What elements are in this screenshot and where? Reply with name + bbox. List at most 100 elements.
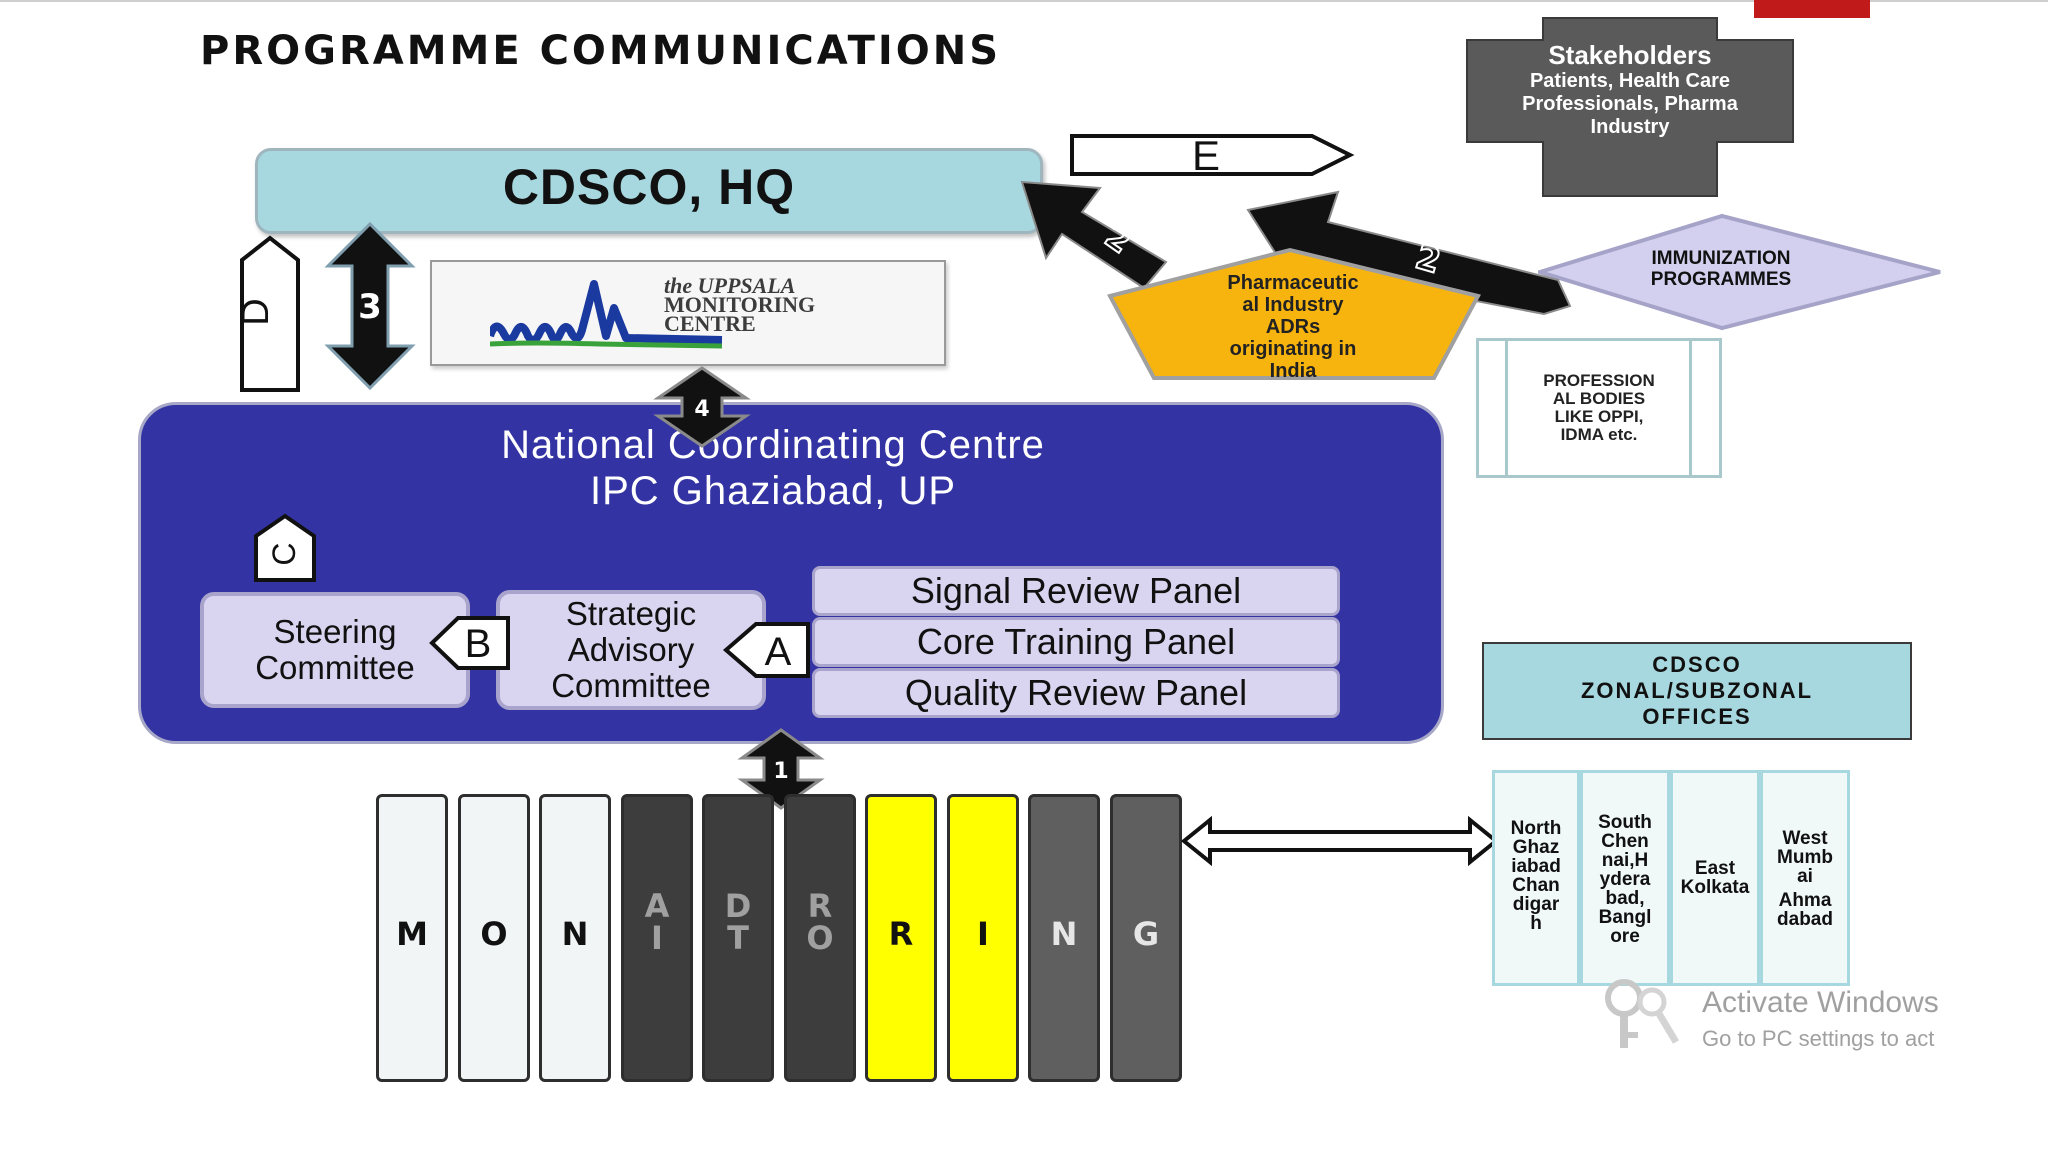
uppsala-line-2: MONITORING xyxy=(664,292,816,317)
immunization-diamond xyxy=(1538,213,1941,331)
monitoring-bar-bottom-letter: N xyxy=(1050,915,1078,953)
top-border xyxy=(0,0,2048,2)
strategic-line-1: Strategic xyxy=(565,595,697,632)
immunization-label: IMMUNIZATION PROGRAMMES xyxy=(1586,248,1856,290)
zone-south-line-6: Bangl xyxy=(1598,907,1652,928)
monitoring-bar: O xyxy=(458,794,530,1082)
key-icon xyxy=(1605,979,1680,1048)
uppsala-wave-icon xyxy=(490,280,723,349)
zone-south-line-5: bad, xyxy=(1605,888,1645,909)
steering-committee-box: Steering Committee xyxy=(200,592,470,708)
arrow-d: D xyxy=(238,235,300,392)
zone-south-line-4: ydera xyxy=(1599,869,1651,890)
cdsco-zonal-box: CDSCO ZONAL/SUBZONAL OFFICES xyxy=(1482,642,1912,740)
zone-north-line-2: Ghaz xyxy=(1512,837,1560,858)
cdsco-hq-label: CDSCO, HQ xyxy=(502,159,796,215)
stakeholders-line-3: Industry xyxy=(1590,116,1670,138)
zonal-line-3: OFFICES xyxy=(1642,704,1752,729)
page-title: PROGRAMME COMMUNICATIONS xyxy=(200,28,1002,74)
zone-north-line-4: Chan xyxy=(1512,875,1560,896)
watermark-title: Activate Windows xyxy=(1702,986,1939,1019)
stakeholders-title: Stakeholders xyxy=(1548,40,1712,70)
cdsco-hq-box xyxy=(255,148,1043,234)
zone-north-line-6: h xyxy=(1530,913,1542,934)
zone-south: South Chen nai,H ydera bad, Bangl ore xyxy=(1580,770,1670,986)
zone-south-line-2: Chen xyxy=(1601,831,1649,852)
monitoring-bar: N xyxy=(539,794,611,1082)
monitoring-bar: G xyxy=(1110,794,1182,1082)
pharma-line-1: Pharmaceutic xyxy=(1227,272,1359,294)
monitoring-bar-bottom-letter: T xyxy=(727,919,749,957)
monitoring-bar: N xyxy=(1028,794,1100,1082)
arrow-e: E xyxy=(1070,132,1355,179)
monitoring-bar-bottom-letter: M xyxy=(396,915,428,953)
uppsala-line-3: CENTRE xyxy=(664,311,756,336)
zone-north-line-1: North xyxy=(1510,818,1562,839)
uppsala-logo-box: the UPPSALA MONITORING CENTRE xyxy=(430,260,946,366)
prof-inner-line-right xyxy=(1689,341,1692,475)
professional-bodies-label: PROFESSION AL BODIES LIKE OPPI, IDMA etc… xyxy=(1502,372,1696,444)
pharma-line-2: al Industry xyxy=(1242,294,1344,316)
arrow-3-label: 3 xyxy=(358,287,382,327)
monitoring-bar-top-letter: A xyxy=(644,887,670,925)
zone-west-line-3: ai xyxy=(1797,866,1813,887)
stakeholders-cross xyxy=(1466,17,1794,197)
arrow-a-label: A xyxy=(765,630,792,674)
zone-south-line-7: ore xyxy=(1610,926,1640,947)
prof-line-2: AL BODIES xyxy=(1552,389,1646,408)
prof-line-1: PROFESSION xyxy=(1543,371,1655,390)
strategic-line-3: Committee xyxy=(551,667,711,704)
monitoring-bar: R xyxy=(865,794,937,1082)
watermark-subtitle: Go to PC settings to act xyxy=(1702,1026,1935,1051)
zone-west-line-5: dabad xyxy=(1777,909,1833,930)
red-tab xyxy=(1754,0,1870,18)
panel-core-training: Core Training Panel xyxy=(812,617,1340,667)
arrow-c: C xyxy=(254,513,316,582)
zone-north: North Ghaz iabad Chan digar h xyxy=(1492,770,1580,986)
professional-bodies-box xyxy=(1476,338,1722,478)
zone-west-line-1: West xyxy=(1782,828,1828,849)
zone-south-line-1: South xyxy=(1598,812,1652,833)
monitoring-bar-bottom-letter: O xyxy=(806,919,834,957)
ncc-line-1: National Coordinating Centre xyxy=(501,423,1045,467)
steering-committee-label: Steering Committee xyxy=(255,614,415,686)
arrow-c-label: C xyxy=(266,542,302,565)
stakeholders-desc: Patients, Health Care Professionals, Pha… xyxy=(1465,70,1795,139)
arrow-b-label: B xyxy=(465,622,492,666)
pharma-label: Pharmaceutic al Industry ADRs originatin… xyxy=(1150,272,1436,382)
zone-west-line-4: Ahma xyxy=(1778,890,1832,911)
zone-east-line-1: East xyxy=(1694,858,1736,879)
monitoring-bar-bottom-letter: I xyxy=(651,919,663,957)
zone-west: West Mumb ai Ahma dabad xyxy=(1760,770,1850,986)
monitoring-bar-bottom-letter: R xyxy=(888,915,914,953)
monitoring-bar-bottom-letter: N xyxy=(561,915,589,953)
pharma-line-4: originating in xyxy=(1229,338,1357,360)
zone-east: East Kolkata xyxy=(1670,770,1760,986)
arrow-a: A xyxy=(722,622,810,678)
arrow-2-pharma: 2 xyxy=(1020,180,1168,290)
arrow-b: B xyxy=(429,616,510,670)
arrow-2-immunization: 2 xyxy=(1246,190,1572,316)
monitoring-bar-bottom-letter: I xyxy=(977,915,989,953)
monitoring-bar: M xyxy=(376,794,448,1082)
immunization-line-1: IMMUNIZATION xyxy=(1651,248,1791,269)
pharma-line-3: ADRs xyxy=(1265,316,1321,338)
immunization-line-2: PROGRAMMES xyxy=(1650,269,1792,290)
zonal-line-1: CDSCO xyxy=(1652,652,1742,677)
stakeholders-line-1: Patients, Health Care xyxy=(1529,70,1731,92)
uppsala-line-1: the UPPSALA xyxy=(664,273,796,298)
monitoring-bar-bottom-letter: G xyxy=(1132,915,1160,953)
zone-north-line-3: iabad xyxy=(1511,856,1561,877)
arrow-1: 1 xyxy=(737,728,825,810)
prof-inner-line-left xyxy=(1505,341,1508,475)
zone-west-line-2: Mumb xyxy=(1777,847,1833,868)
arrow-1-label: 1 xyxy=(773,759,788,784)
strategic-line-2: Advisory xyxy=(567,631,695,668)
zone-east-line-2: Kolkata xyxy=(1680,877,1750,898)
zone-north-line-5: digar xyxy=(1512,894,1560,915)
